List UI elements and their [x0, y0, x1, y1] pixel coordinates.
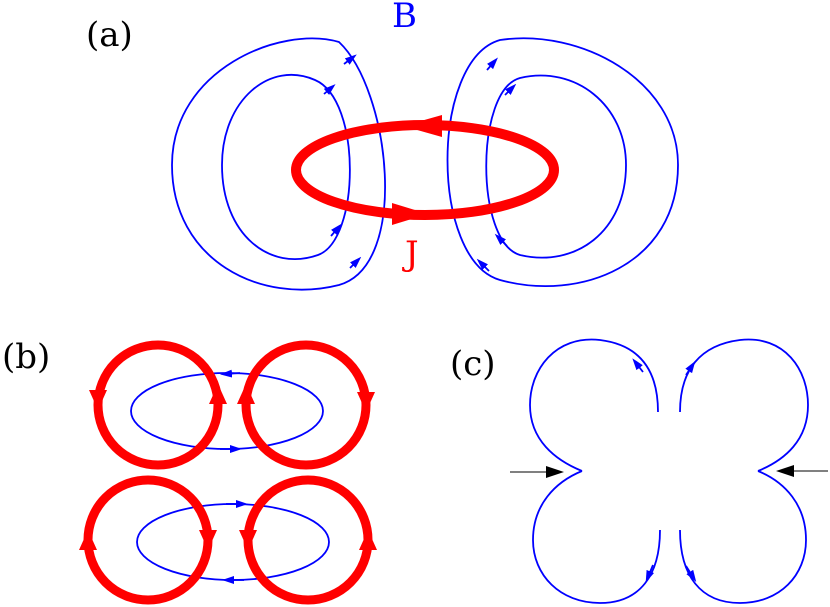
- current-arrow-b2: [209, 384, 227, 404]
- current-arrow-top: [403, 115, 442, 137]
- field-loop-left-inner: [221, 74, 351, 260]
- current-arrow-b1: [89, 390, 107, 410]
- current-arrow-b3: [237, 384, 255, 404]
- current-loop-j: [291, 120, 559, 220]
- field-line-c-bottom-left: [532, 470, 661, 604]
- current-loop-b-bottom-left: [83, 475, 213, 605]
- current-arrow-b7: [239, 530, 257, 550]
- field-arrow-a6: [504, 83, 517, 96]
- panel-a: (a) B J: [86, 0, 679, 291]
- field-loop-b-top: [130, 372, 324, 450]
- panel-label-a: (a): [86, 15, 133, 55]
- current-arrow-b4: [357, 392, 375, 412]
- field-loop-right-inner: [485, 74, 627, 259]
- field-arrow-b1: [220, 369, 241, 378]
- field-loop-right-outer: [446, 37, 679, 288]
- field-loop-b-bottom: [136, 503, 330, 581]
- panel-label-c: (c): [450, 344, 496, 384]
- panel-b: (b): [2, 337, 377, 605]
- field-label-b: B: [392, 0, 417, 36]
- field-arrow-a3: [330, 223, 342, 237]
- field-line-c-bottom-right: [679, 470, 807, 604]
- current-loop-b-top-left: [93, 340, 223, 470]
- current-arrow-b5: [79, 530, 97, 550]
- current-arrow-b6: [199, 530, 217, 550]
- field-arrow-a4: [349, 256, 362, 269]
- panel-label-b: (b): [2, 337, 50, 377]
- field-arrow-c2: [685, 361, 696, 376]
- panel-c: (c): [450, 338, 828, 604]
- current-loop-b-bottom-right: [243, 475, 373, 605]
- current-label-j: J: [402, 234, 419, 274]
- field-line-c-top-right: [679, 338, 809, 472]
- field-arrow-a8: [476, 258, 490, 272]
- field-arrow-c4: [685, 565, 697, 583]
- field-arrow-c3: [645, 564, 654, 583]
- field-arrow-a7: [494, 233, 508, 247]
- field-arrow-a1: [343, 54, 357, 65]
- field-arrow-a5: [486, 57, 498, 71]
- field-line-c-top-left: [529, 338, 659, 472]
- field-arrow-c1: [632, 358, 644, 373]
- current-arrow-bottom: [392, 203, 428, 225]
- current-arrow-b8: [359, 530, 377, 550]
- field-arrow-a2: [323, 84, 336, 95]
- field-loop-left-outer: [171, 37, 386, 291]
- current-loop-b-top-right: [241, 340, 371, 470]
